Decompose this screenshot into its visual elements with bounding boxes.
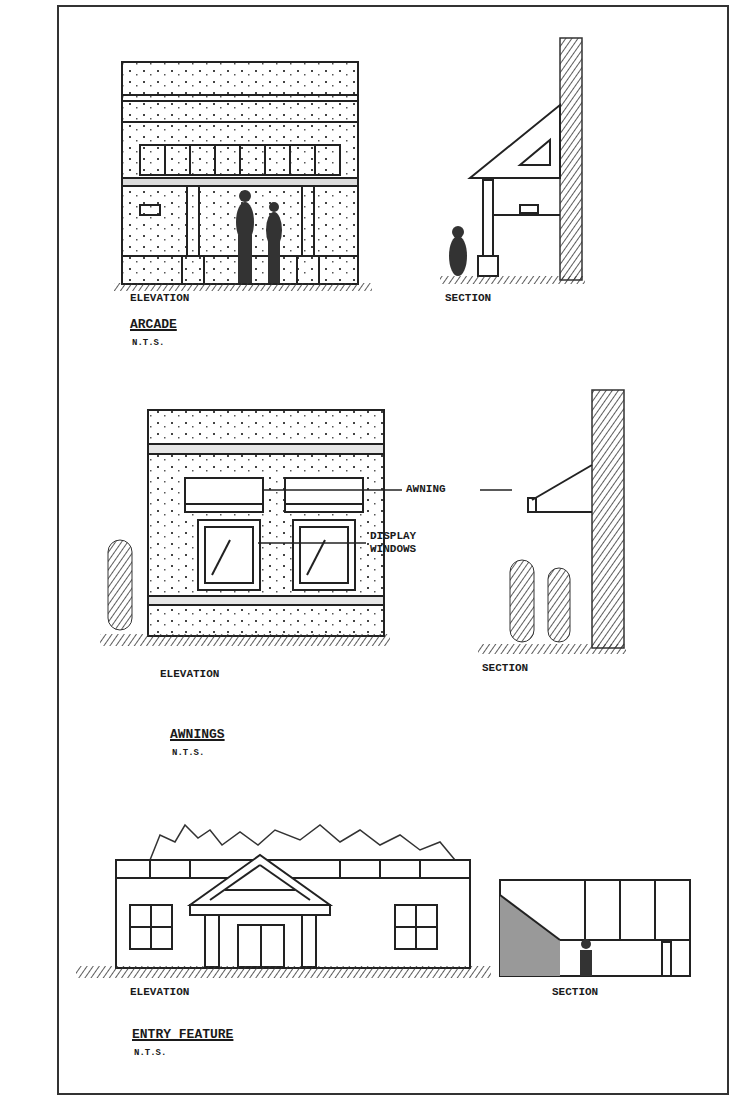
drawing-title: ARCADE — [130, 318, 177, 333]
scale-note: N.T.S. — [172, 748, 204, 758]
callout-label: AWNING — [406, 483, 446, 496]
view-label: SECTION — [445, 292, 491, 305]
view-label: SECTION — [552, 986, 598, 999]
callout-label: DISPLAY WINDOWS — [370, 530, 450, 555]
scale-note: N.T.S. — [132, 338, 164, 348]
drawing-title: AWNINGS — [170, 728, 225, 743]
view-label: ELEVATION — [130, 292, 189, 305]
view-label: ELEVATION — [130, 986, 189, 999]
drawing-title: ENTRY FEATURE — [132, 1028, 233, 1043]
scale-note: N.T.S. — [134, 1048, 166, 1058]
view-label: ELEVATION — [160, 668, 219, 681]
view-label: SECTION — [482, 662, 528, 675]
